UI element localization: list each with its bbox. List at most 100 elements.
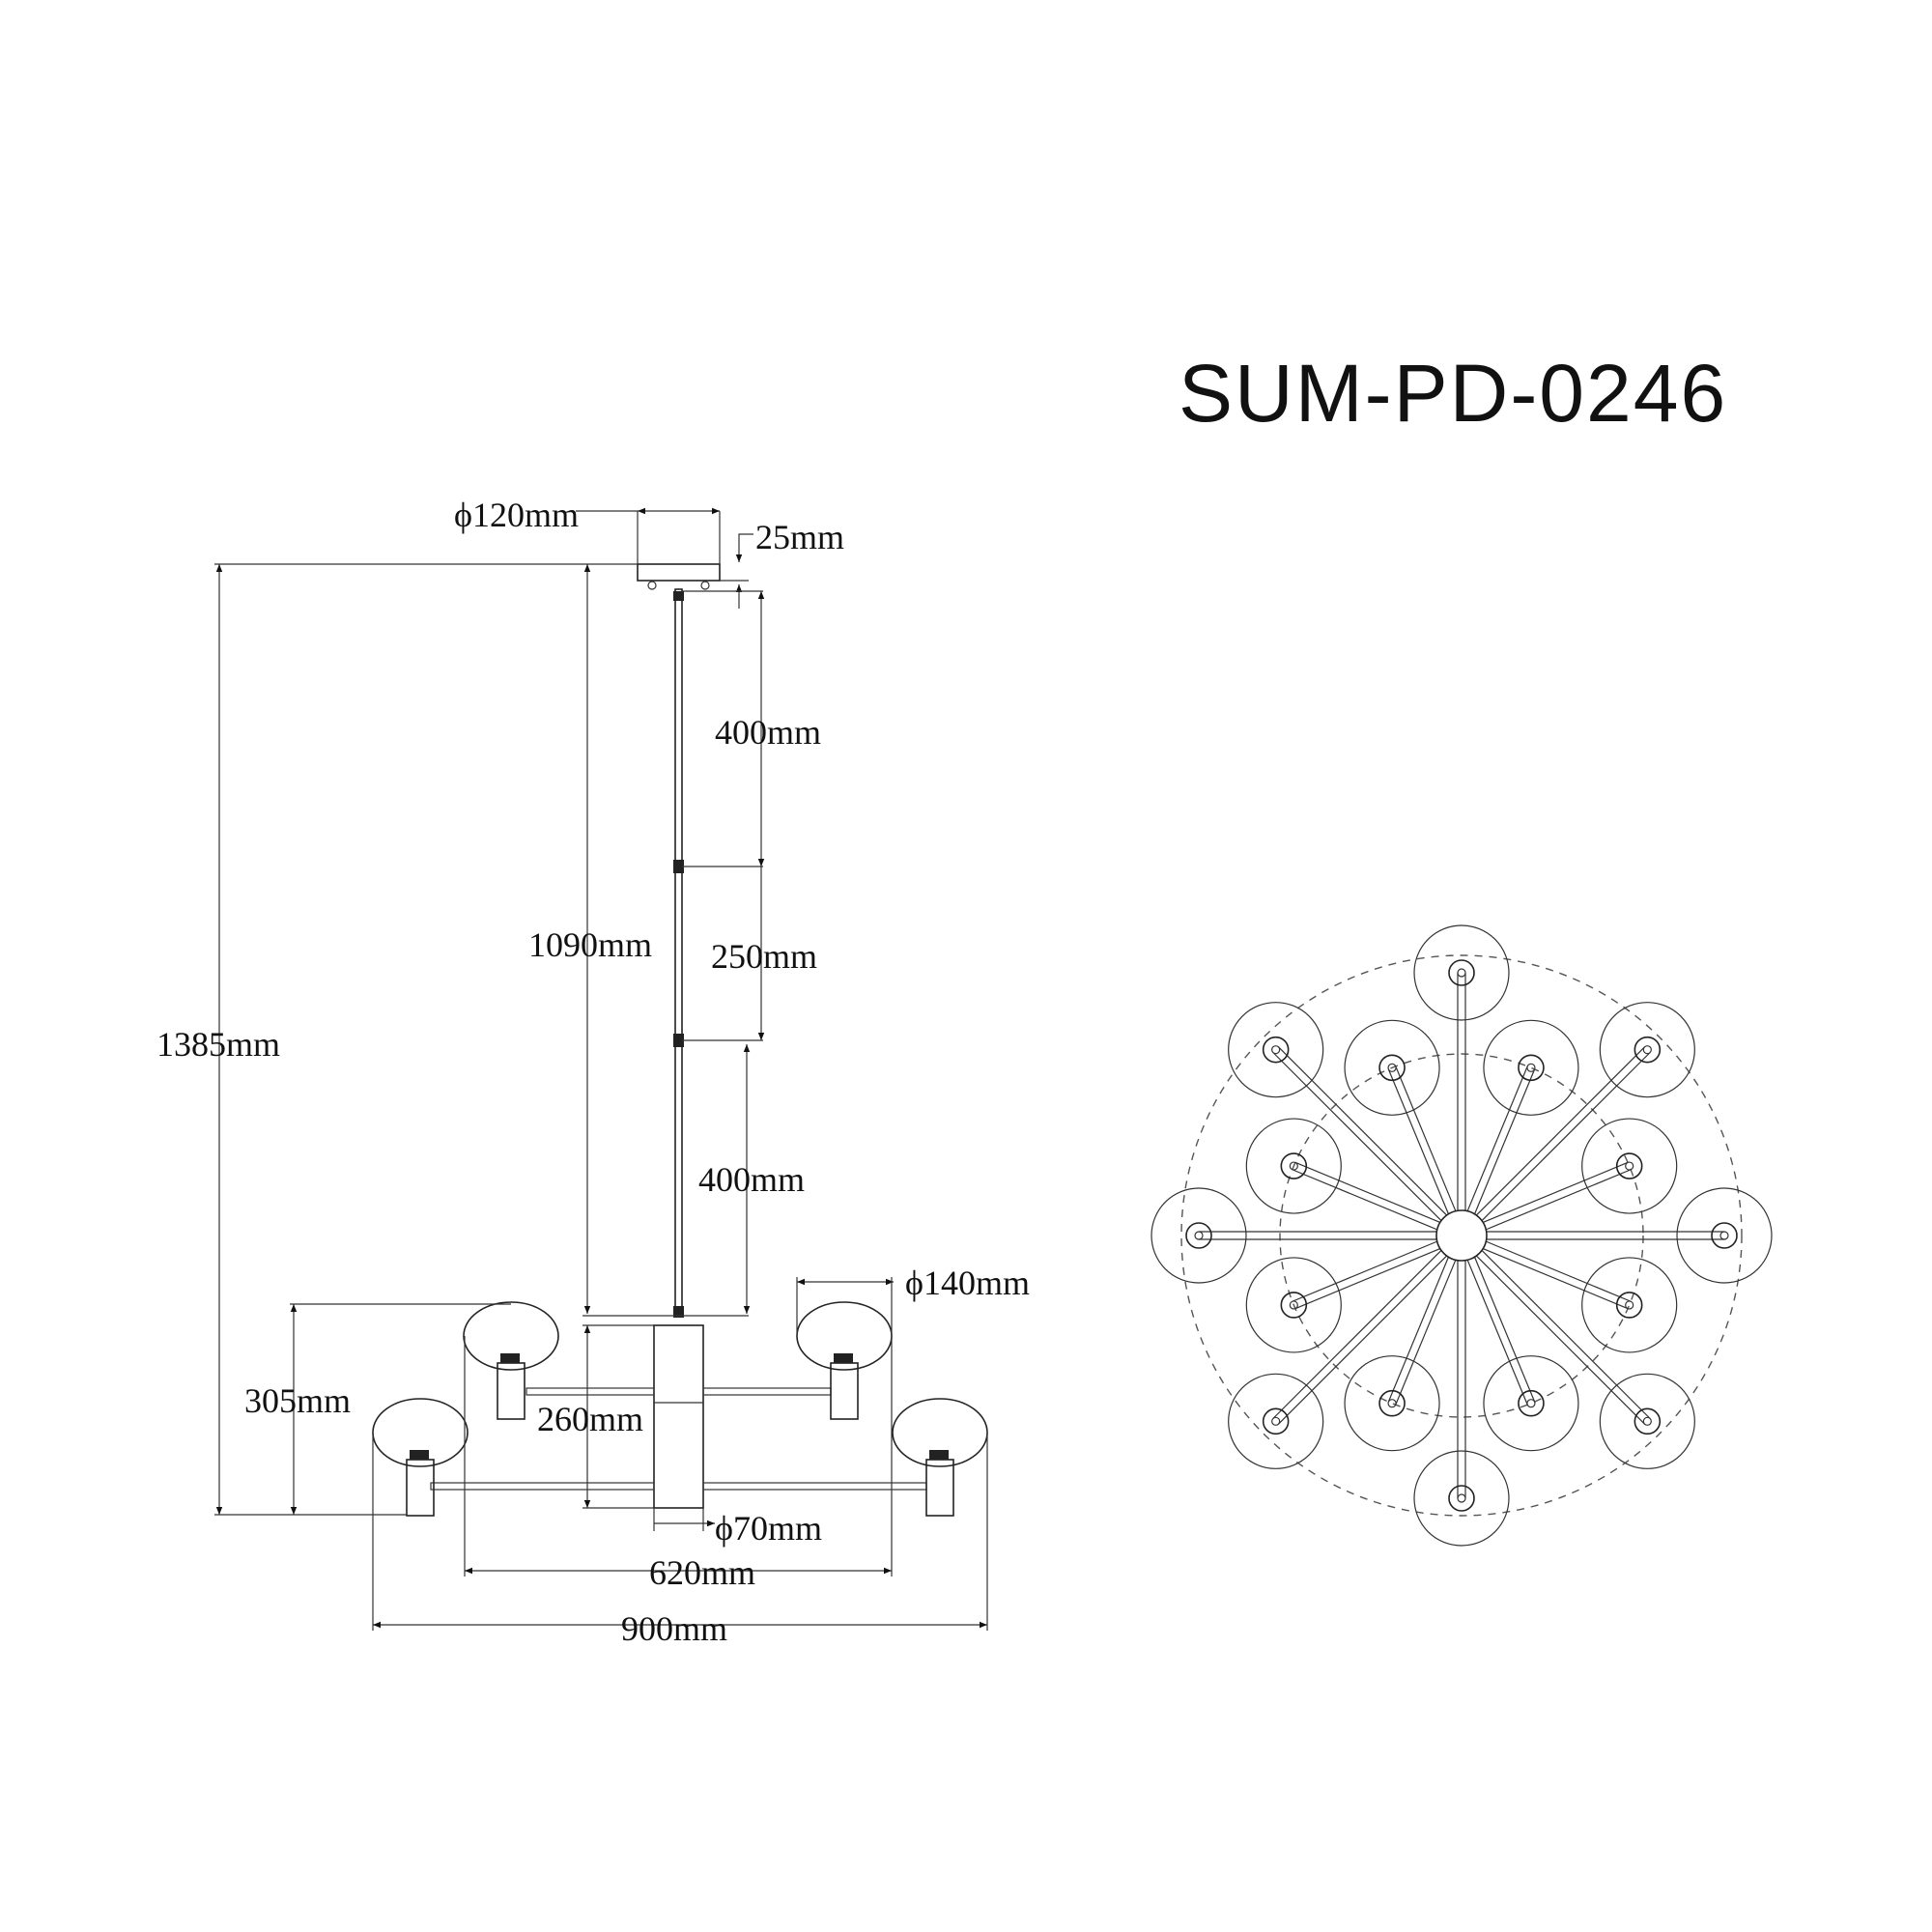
central-body [653, 1324, 704, 1509]
inner-lamp-arm [1395, 1065, 1457, 1211]
inner-lamp-shade [1581, 1257, 1678, 1353]
inner-lamp-arm [1294, 1248, 1440, 1310]
inner-lamp-arm [1387, 1257, 1449, 1403]
outer-lamp-arm [1278, 1046, 1447, 1216]
inner-lamp-socket-center [1387, 1063, 1397, 1072]
label-body-diameter: ϕ70mm [715, 1509, 822, 1548]
inner-lamp-socket [1378, 1054, 1406, 1082]
outer-lamp-shade [1228, 1373, 1324, 1469]
inner-lamp-socket-center [1625, 1161, 1634, 1171]
inner-lamp-arm [1474, 1068, 1536, 1214]
outer-lamp-shade [1413, 924, 1510, 1021]
inner-lamp-arm [1483, 1248, 1629, 1310]
outer-lamp-socket [1448, 959, 1475, 986]
inner-lamp-socket-center [1526, 1063, 1536, 1072]
label-rod-bottom: 400mm [698, 1160, 805, 1199]
outer-lamp-socket-center [1271, 1045, 1281, 1055]
outer-lamp-socket [1634, 1036, 1662, 1064]
inner-lamp-socket [1378, 1389, 1406, 1417]
inner-lamp-shade [1581, 1118, 1678, 1214]
outer-lamp-shade [1413, 1450, 1510, 1547]
inner-lamp-arm [1294, 1161, 1440, 1223]
lamp-lower-right [892, 1398, 988, 1517]
lamp-lower-left [372, 1398, 469, 1517]
inner-lamp-socket [1518, 1389, 1545, 1417]
outer-lamp-socket [1711, 1222, 1738, 1249]
outer-lamp-arm [1476, 1046, 1645, 1216]
inner-lamp-arm [1486, 1240, 1632, 1302]
inner-lamp-arm [1466, 1260, 1528, 1406]
rod-joint [673, 860, 684, 873]
inner-lamp-socket-center [1289, 1300, 1298, 1310]
outer-lamp-arm [1272, 1250, 1442, 1419]
inner-lamp-shade [1483, 1355, 1579, 1452]
outer-lamp-socket [1185, 1222, 1212, 1249]
inner-lamp-socket [1280, 1152, 1308, 1179]
inner-lamp-socket-center [1289, 1161, 1298, 1171]
inner-lamp-socket-center [1526, 1399, 1536, 1408]
outer-lamp-arm [1481, 1250, 1651, 1419]
outer-lamp-socket-center [1457, 1493, 1466, 1503]
label-rod-total: 1090mm [528, 925, 652, 964]
outer-lamp-arm [1476, 1255, 1645, 1425]
inner-lamp-socket [1615, 1152, 1643, 1179]
outer-lamp-socket-center [1271, 1416, 1281, 1426]
outer-lamp-shade [1151, 1187, 1247, 1284]
rod-joint [673, 1034, 684, 1047]
label-lamp-height: 305mm [244, 1381, 351, 1420]
hub [1435, 1209, 1488, 1262]
outer-lamp-arm [1272, 1052, 1442, 1221]
outer-lamp-socket-center [1719, 1231, 1729, 1240]
outer-lamp-shade [1599, 1373, 1695, 1469]
label-canopy-height: 25mm [755, 518, 844, 556]
inner-lamp-socket-center [1387, 1399, 1397, 1408]
outer-lamp-arm [1278, 1255, 1447, 1425]
inner-lamp-shade [1245, 1257, 1342, 1353]
outer-lamp-shade [1599, 1002, 1695, 1098]
inner-dashed-ring [1279, 1053, 1644, 1418]
outer-lamp-socket [1448, 1485, 1475, 1512]
dimension-lines [214, 507, 988, 1631]
side-view [372, 563, 988, 1517]
outer-lamp-arm [1481, 1052, 1651, 1221]
label-total-width: 900mm [621, 1609, 727, 1648]
rod [674, 588, 683, 1310]
outer-lamp-socket-center [1642, 1045, 1652, 1055]
arm-lower [430, 1482, 655, 1491]
inner-lamp-shade [1344, 1019, 1440, 1116]
outer-lamp-socket [1262, 1407, 1290, 1435]
label-rod-middle: 250mm [711, 937, 817, 976]
arm-upper [702, 1387, 832, 1396]
lamp-upper-right [796, 1301, 893, 1420]
inner-lamp-arm [1483, 1161, 1629, 1223]
arm-lower [702, 1482, 927, 1491]
inner-lamp-arm [1466, 1065, 1528, 1211]
label-body-height: 260mm [537, 1400, 643, 1438]
inner-lamp-socket [1280, 1292, 1308, 1319]
inner-lamp-shade [1344, 1355, 1440, 1452]
inner-lamp-socket-center [1625, 1300, 1634, 1310]
lamp-upper-left [463, 1301, 559, 1420]
arm-upper [526, 1387, 655, 1396]
label-shade-diameter: ϕ140mm [905, 1264, 1030, 1302]
outer-lamp-socket-center [1457, 968, 1466, 978]
top-view [1151, 924, 1773, 1547]
inner-lamp-arm [1474, 1257, 1536, 1403]
inner-lamp-arm [1292, 1240, 1437, 1302]
outer-dashed-ring [1180, 954, 1743, 1517]
outer-lamp-socket-center [1194, 1231, 1204, 1240]
outer-lamp-shade [1228, 1002, 1324, 1098]
label-canopy-diameter: ϕ120mm [454, 496, 579, 534]
label-rod-top: 400mm [715, 713, 821, 752]
label-total-height: 1385mm [156, 1025, 280, 1064]
inner-lamp-shade [1483, 1019, 1579, 1116]
inner-lamp-arm [1395, 1260, 1457, 1406]
label-inner-width: 620mm [649, 1553, 755, 1592]
outer-lamp-socket [1634, 1407, 1662, 1435]
outer-lamp-shade [1676, 1187, 1773, 1284]
inner-lamp-socket [1518, 1054, 1545, 1082]
inner-lamp-arm [1387, 1068, 1449, 1214]
dimension-labels: ϕ120mm 25mm 400mm 250mm 400mm 1090mm 138… [156, 496, 1030, 1648]
inner-lamp-arm [1486, 1169, 1632, 1231]
